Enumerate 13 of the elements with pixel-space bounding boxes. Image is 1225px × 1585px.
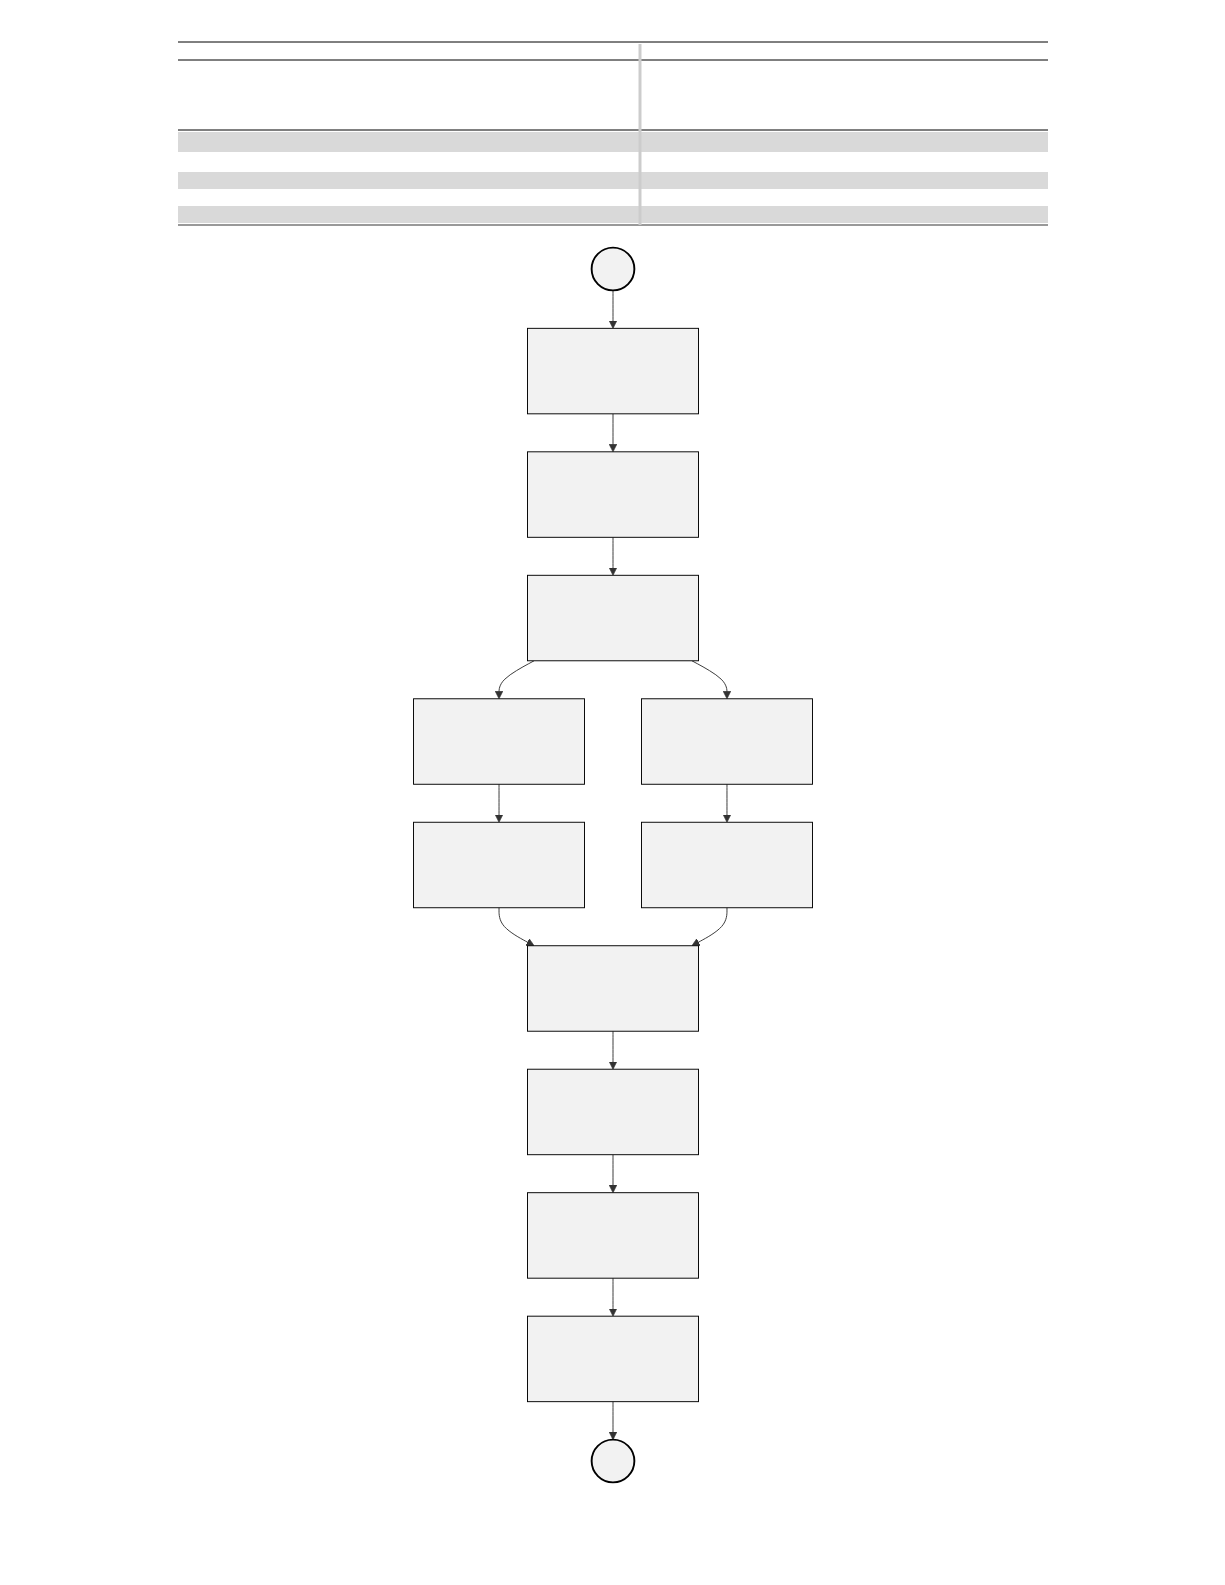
node-box (412, 821, 585, 909)
node-box (526, 945, 699, 1032)
node-box (640, 821, 813, 909)
node-box (640, 698, 813, 785)
node-box (412, 698, 585, 785)
node-box (526, 327, 699, 415)
node-box (526, 451, 699, 538)
node-circle (590, 1438, 635, 1484)
node-box (526, 1068, 699, 1156)
node-box (526, 574, 699, 662)
node-box (526, 1192, 699, 1279)
node-circle (590, 246, 635, 292)
node-box (526, 1315, 699, 1403)
